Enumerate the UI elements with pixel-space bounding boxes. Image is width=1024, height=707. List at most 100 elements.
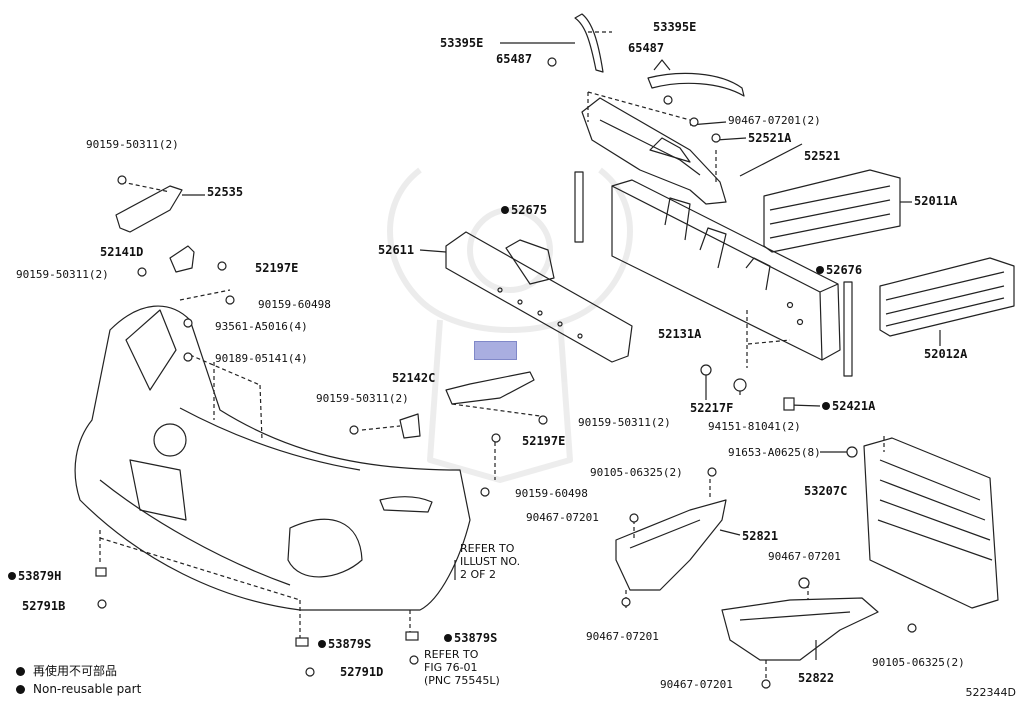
part-52535 [115, 181, 205, 233]
bolt-icon [349, 425, 359, 435]
clip-icon [183, 352, 193, 362]
bolt-icon [711, 133, 721, 143]
label-52217F[interactable]: 52217F [690, 401, 734, 415]
part-52131A [611, 179, 841, 361]
label-52142C[interactable]: 52142C [392, 371, 436, 385]
label-90467-07201-b[interactable]: 90467-07201 [768, 550, 841, 563]
clip-icon [405, 631, 419, 641]
label-90159-60498-b[interactable]: 90159-60498 [515, 487, 588, 500]
bolt-icon [225, 295, 235, 305]
label-52011A[interactable]: 52011A [914, 194, 958, 208]
bolt-icon [707, 467, 717, 477]
part-53395E-upper [500, 13, 745, 97]
label-53207C[interactable]: 53207C [804, 484, 848, 498]
label-65487-a[interactable]: 65487 [496, 52, 533, 66]
note-refer-fig: REFER TO FIG 76-01 (PNC 75545L) [424, 648, 500, 687]
clip-icon [95, 567, 107, 577]
diagram-code: 522344D [965, 686, 1016, 699]
label-90467-07201-c[interactable]: 90467-07201 [586, 630, 659, 643]
label-52012A[interactable]: 52012A [924, 347, 968, 361]
label-90105-06325-2-b[interactable]: 90105-06325(2) [872, 656, 965, 669]
watermark-samurai [387, 167, 633, 483]
label-52791D[interactable]: 52791D [340, 665, 384, 679]
label-90467-07201-d[interactable]: 90467-07201 [660, 678, 733, 691]
label-53395E-b[interactable]: 53395E [653, 20, 697, 34]
label-53879S-b[interactable]: 53879S [444, 632, 497, 645]
clip-icon [689, 117, 699, 127]
label-52197E-b[interactable]: 52197E [522, 434, 566, 448]
clip-icon [761, 679, 771, 689]
bolt-icon [97, 599, 107, 609]
label-52822[interactable]: 52822 [798, 671, 835, 685]
label-90159-50311-2-mid[interactable]: 90159-50311(2) [316, 392, 409, 405]
label-90467-07201-2[interactable]: 90467-07201(2) [728, 114, 821, 127]
label-90159-50311-2-top[interactable]: 90159-50311(2) [86, 138, 179, 151]
part-52822 [721, 584, 879, 680]
label-52197E-a[interactable]: 52197E [255, 261, 299, 275]
clip-icon [217, 261, 227, 271]
label-90159-50311-2-left[interactable]: 90159-50311(2) [16, 268, 109, 281]
bolt-icon [117, 175, 127, 185]
bolt-icon [907, 623, 917, 633]
clip-icon [621, 597, 631, 607]
part-52012A [879, 257, 1015, 346]
part-52821 [615, 472, 741, 610]
legend-item-en: Non-reusable part [16, 680, 141, 698]
label-52131A[interactable]: 52131A [658, 327, 702, 341]
label-52521A[interactable]: 52521A [748, 131, 792, 145]
label-90467-07201-a[interactable]: 90467-07201 [526, 511, 599, 524]
label-90159-60498-a[interactable]: 90159-60498 [258, 298, 331, 311]
highlight-box [474, 341, 517, 360]
label-53879H[interactable]: 53879H [8, 570, 61, 583]
bolt-icon [137, 267, 147, 277]
bolt-icon [480, 487, 490, 497]
clip-icon [547, 57, 557, 67]
clip-icon [491, 433, 501, 443]
part-52521 [581, 91, 803, 205]
bolt-icon [305, 667, 315, 677]
non-reusable-dot-icon [16, 667, 25, 676]
label-53395E-a[interactable]: 53395E [440, 36, 484, 50]
label-52611[interactable]: 52611 [378, 243, 415, 257]
part-52141D [169, 245, 195, 273]
part-52611 [419, 231, 633, 363]
part-52142C [361, 371, 541, 480]
label-52421A[interactable]: 52421A [822, 400, 875, 413]
pad-icon [783, 397, 795, 411]
bolt-icon [538, 415, 548, 425]
part-bumper-cover [74, 289, 471, 640]
clip-icon [629, 513, 639, 523]
label-52791B[interactable]: 52791B [22, 599, 66, 613]
bolt-icon [700, 364, 712, 376]
label-90105-06325-2-a[interactable]: 90105-06325(2) [590, 466, 683, 479]
note-refer-illust: REFER TO ILLUST NO. 2 OF 2 [460, 542, 521, 581]
part-52675 [574, 171, 584, 243]
clip-icon [295, 637, 309, 647]
legend-item-jp: 再使用不可部品 [16, 662, 141, 680]
label-52535[interactable]: 52535 [207, 185, 244, 199]
legend: 再使用不可部品 Non-reusable part [16, 662, 141, 698]
label-91653[interactable]: 91653-A0625(8) [728, 446, 821, 459]
nut-icon [733, 378, 747, 392]
part-52676 [843, 281, 853, 377]
clip-icon [663, 95, 673, 105]
label-53879S-a[interactable]: 53879S [318, 638, 371, 651]
nut-icon [798, 577, 810, 589]
label-52521[interactable]: 52521 [804, 149, 841, 163]
label-90159-50311-2-r[interactable]: 90159-50311(2) [578, 416, 671, 429]
label-93561[interactable]: 93561-A5016(4) [215, 320, 308, 333]
label-52676[interactable]: 52676 [816, 264, 862, 277]
label-94151[interactable]: 94151-81041(2) [708, 420, 801, 433]
label-90189[interactable]: 90189-05141(4) [215, 352, 308, 365]
bolt-icon [183, 318, 193, 328]
part-52011A [763, 169, 912, 253]
label-52821[interactable]: 52821 [742, 529, 779, 543]
label-52141D[interactable]: 52141D [100, 245, 144, 259]
part-53207C [863, 436, 999, 609]
non-reusable-dot-icon [16, 685, 25, 694]
bolt-icon [846, 446, 858, 458]
label-65487-b[interactable]: 65487 [628, 41, 665, 55]
label-52675[interactable]: 52675 [501, 204, 547, 217]
bolt-icon [409, 655, 419, 665]
